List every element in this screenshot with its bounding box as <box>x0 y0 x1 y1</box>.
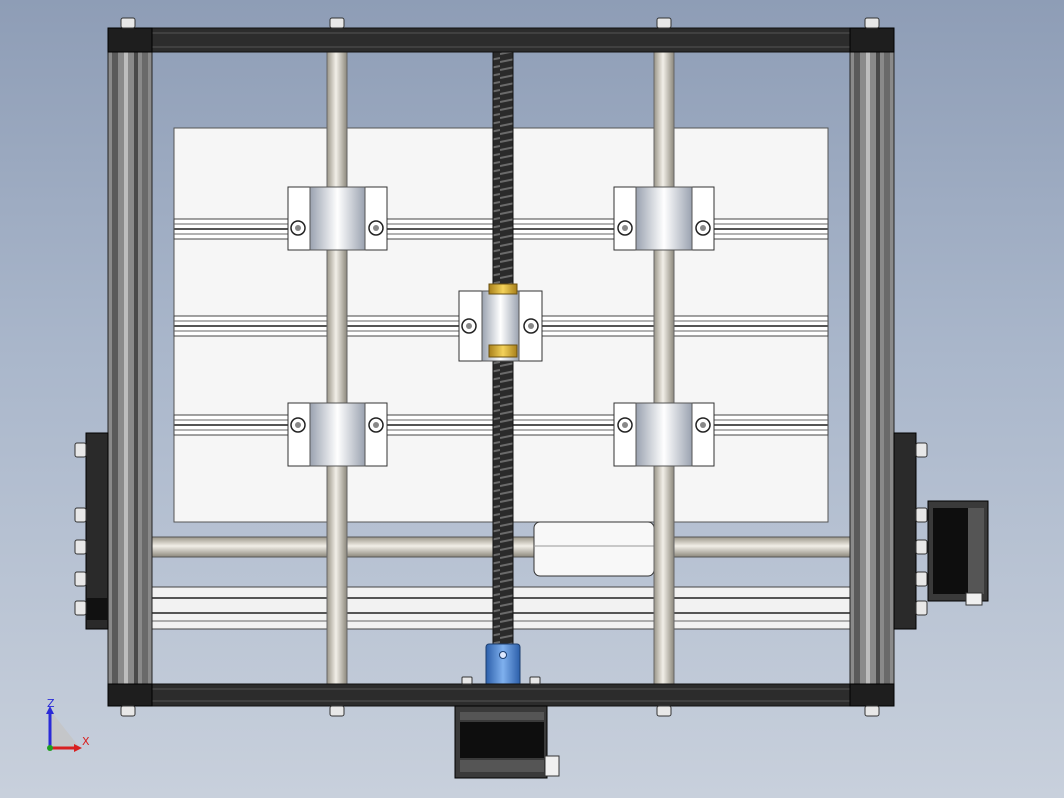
right-stepper-motor[interactable] <box>927 500 989 606</box>
orientation-triad: Z X <box>40 696 100 756</box>
right-motor-mount[interactable] <box>893 432 928 630</box>
bearing-block-bottom-left[interactable] <box>287 402 388 467</box>
bottom-stepper-motor[interactable] <box>454 705 560 779</box>
frame-bolts <box>120 17 880 717</box>
x-axis-label: X <box>82 735 90 748</box>
frame-right-column[interactable] <box>849 49 895 687</box>
x-carriage-block[interactable] <box>533 521 655 577</box>
right-guide-rod[interactable] <box>653 49 675 691</box>
left-motor-mount[interactable] <box>74 432 109 630</box>
z-axis-label: Z <box>47 697 55 710</box>
left-guide-rod[interactable] <box>326 49 348 691</box>
motor-coupler[interactable] <box>485 643 521 687</box>
frame-left-column[interactable] <box>107 49 153 687</box>
triad-axes <box>46 706 82 752</box>
leadscrew-nut-block[interactable] <box>458 283 543 362</box>
bearing-block-top-left[interactable] <box>287 186 388 251</box>
frame-bottom-bar[interactable] <box>109 683 893 707</box>
frame-corners <box>107 27 895 707</box>
bearing-block-bottom-right[interactable] <box>613 402 715 467</box>
bearing-block-top-right[interactable] <box>613 186 715 251</box>
frame-top-bar[interactable] <box>109 27 893 53</box>
